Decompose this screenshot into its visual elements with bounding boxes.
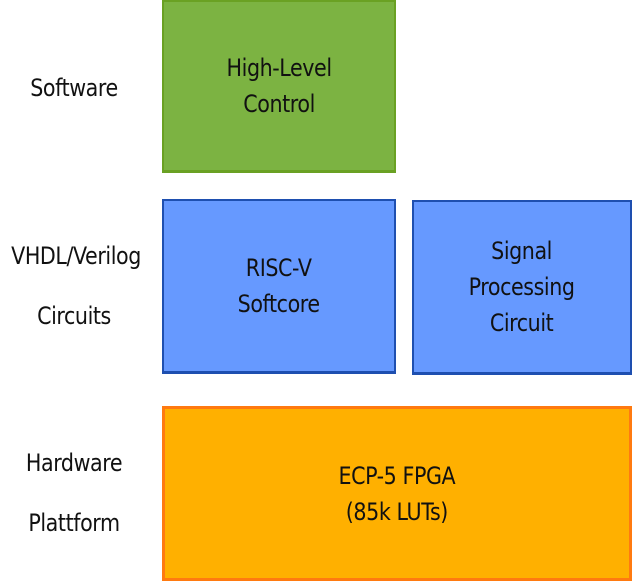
layer-label-circuits: Circuits: [37, 302, 111, 330]
block-riscv-softcore-line1: RISC-V: [246, 254, 312, 282]
layer-label-software: Software: [30, 74, 118, 102]
block-riscv-softcore: RISC-V Softcore: [162, 199, 396, 374]
layer-label-vhdl-verilog: VHDL/Verilog: [11, 242, 141, 270]
block-signal-processing-circuit: Signal Processing Circuit: [412, 200, 632, 375]
block-signal-processing-line2: Processing: [469, 273, 575, 301]
block-high-level-control: High-Level Control: [162, 0, 396, 173]
block-high-level-control-line2: Control: [243, 90, 315, 118]
block-fpga-line1: ECP-5 FPGA: [338, 461, 456, 490]
layer-label-hardware: Hardware: [25, 449, 123, 477]
block-signal-processing-line1: Signal: [491, 237, 553, 265]
block-signal-processing-line3: Circuit: [490, 309, 554, 337]
block-high-level-control-line1: High-Level: [226, 54, 332, 82]
block-riscv-softcore-line2: Softcore: [238, 290, 320, 318]
layer-label-plattform: Plattform: [28, 509, 120, 537]
block-fpga-line2: (85k LUTs): [345, 497, 449, 526]
block-ecp5-fpga: ECP-5 FPGA (85k LUTs): [162, 406, 632, 581]
